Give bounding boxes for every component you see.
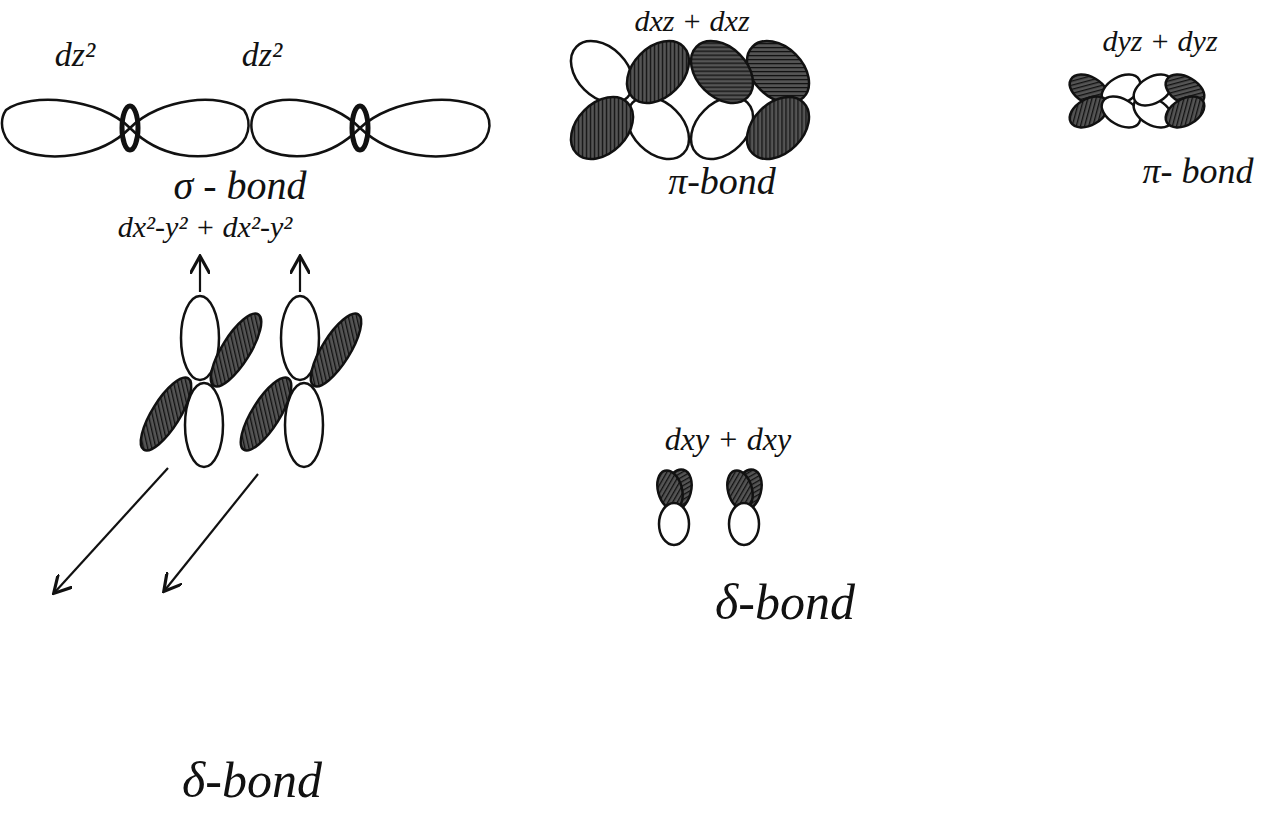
bond-label: π-bond (666, 161, 778, 203)
orbital-label: dyz + dyz (1100, 24, 1219, 57)
dxz-orbital (559, 29, 701, 171)
pointer-arrow (199, 258, 201, 292)
orbital-label: dxz + dxz (632, 4, 751, 37)
dyz-orbital (1064, 68, 1145, 134)
bond-label: δ-bond (713, 575, 857, 630)
bond-label: σ - bond (171, 164, 308, 208)
orbital-label: dxy + dxy (663, 422, 793, 457)
dx2-y2-orbital (232, 296, 370, 467)
orbital-label: dx²-y² + dx²-y² (116, 210, 294, 243)
bond-label: δ-bond (180, 753, 324, 808)
pointer-arrow (55, 468, 168, 592)
dxy-orbital (653, 466, 696, 545)
orbital-label: dz² (53, 36, 97, 73)
orbital-label: dz² (240, 36, 284, 73)
dyz-orbital (1128, 68, 1209, 134)
dxz-orbital (679, 29, 821, 171)
pointer-arrow (165, 474, 258, 590)
bond-label: π- bond (1140, 152, 1255, 192)
dz2-orbital (251, 100, 489, 156)
pointer-arrow (299, 258, 301, 292)
dxy-orbital (723, 466, 766, 545)
dz2-orbital (2, 100, 248, 156)
